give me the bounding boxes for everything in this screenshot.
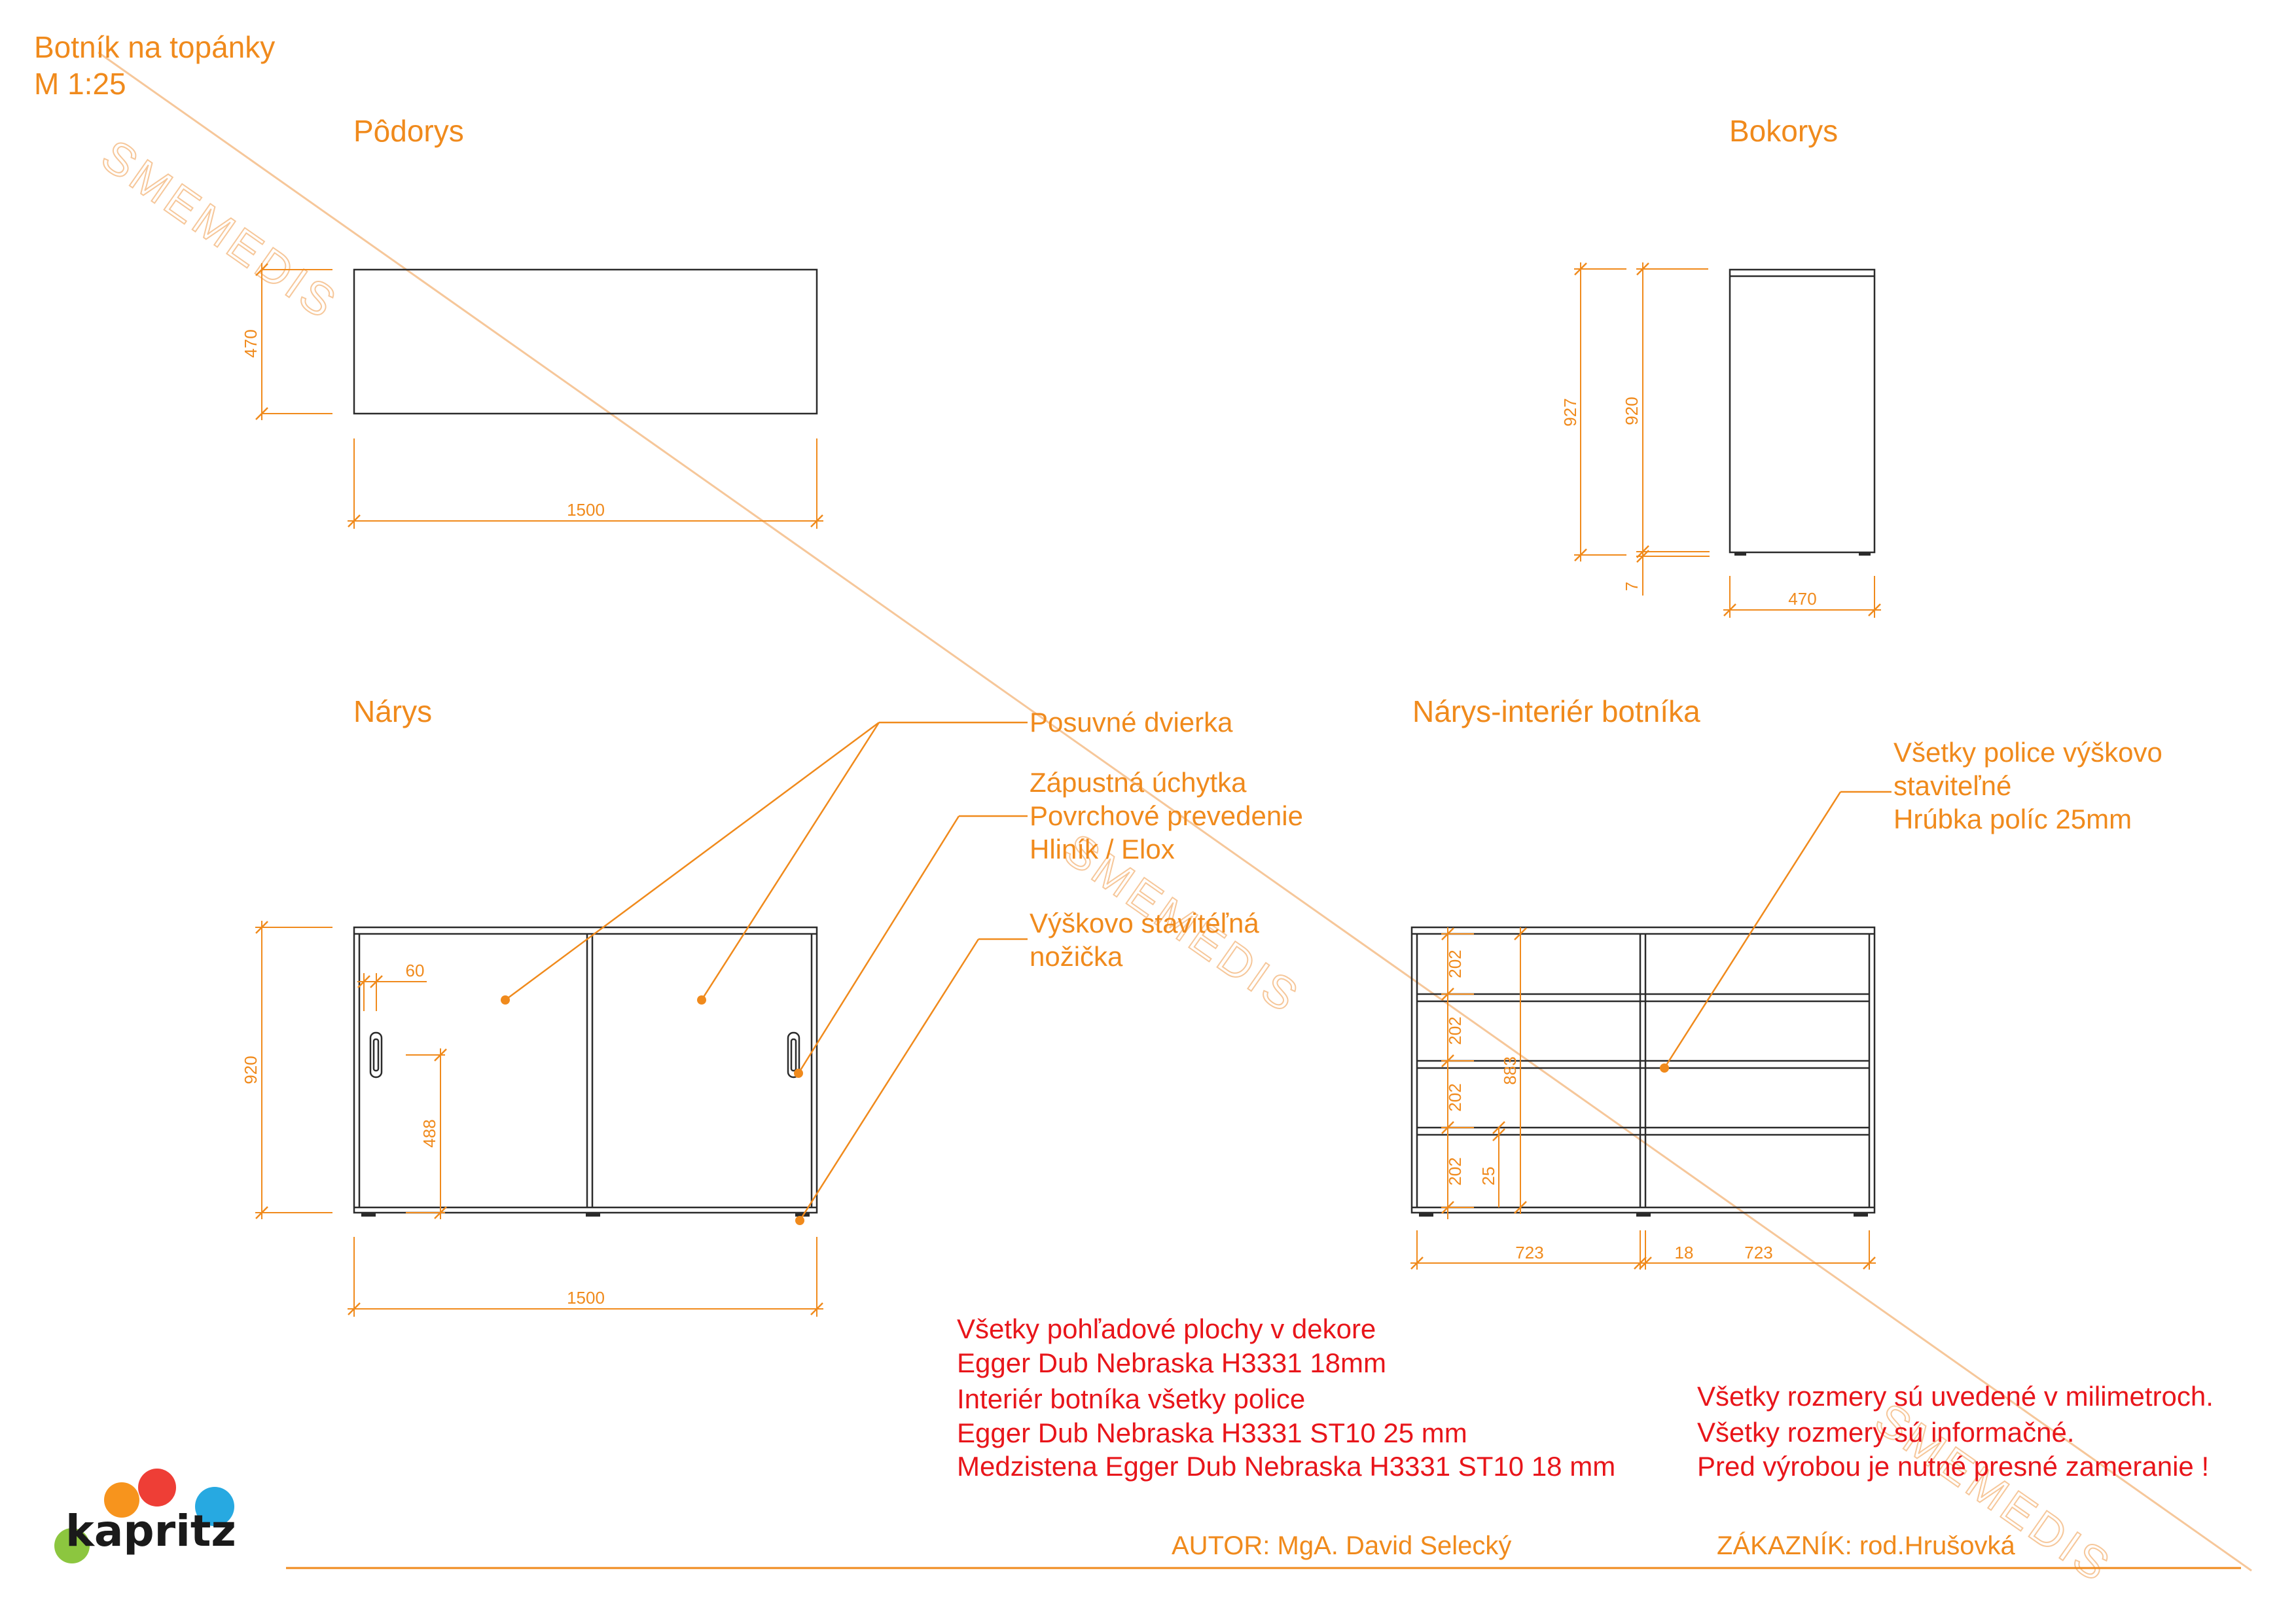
note-material-3: Interiér botníka všetky police <box>957 1383 1305 1414</box>
dim-interior-right-width: 723 <box>1744 1243 1772 1262</box>
door-handle-left <box>369 1031 383 1079</box>
label-sliding-doors: Posuvné dvierka <box>1030 707 1233 738</box>
logo-text: kapritz <box>65 1506 236 1556</box>
front-leaders <box>501 721 1028 1225</box>
dim-plan-width: 1500 <box>567 500 605 520</box>
dim-side-depth: 470 <box>1788 589 1816 609</box>
dim-interior-height: 883 <box>1500 1056 1520 1084</box>
side-view: 927 920 7 470 <box>1560 262 1882 618</box>
label-feet-2: nožička <box>1030 941 1123 972</box>
label-shelves-2: staviteľné <box>1893 770 2011 801</box>
side-outline <box>1729 268 1876 554</box>
label-feet-1: Výškovo stavitéľná <box>1030 908 1259 938</box>
dim-shelf-4: 202 <box>1445 1157 1465 1185</box>
footer-customer: ZÁKAZNÍK: rod.Hrušovká <box>1717 1531 2015 1560</box>
drawing-title: Botník na topánky <box>34 30 275 64</box>
front-outline <box>353 926 818 1214</box>
note-material-1: Všetky pohľadové plochy v dekore <box>957 1313 1376 1344</box>
logo-dot-red <box>138 1469 176 1507</box>
dim-front-width: 1500 <box>567 1288 605 1308</box>
note-material-5: Medzistena Egger Dub Nebraska H3331 ST10… <box>957 1451 1615 1482</box>
plan-view: 470 1500 <box>241 262 824 529</box>
note-material-2: Egger Dub Nebraska H3331 18mm <box>957 1347 1386 1378</box>
interior-view: 202 202 202 202 25 883 723 18 723 <box>1410 926 1876 1270</box>
view-title-interior: Nárys-interiér botníka <box>1412 694 1700 728</box>
logo-dot-green <box>54 1528 90 1563</box>
note-material-4: Egger Dub Nebraska H3331 ST10 25 mm <box>957 1418 1467 1448</box>
watermark-line <box>98 51 2252 1572</box>
dim-shelf-thickness: 25 <box>1479 1167 1498 1186</box>
label-handle-2: Povrchové prevedenie <box>1030 800 1303 831</box>
interior-leaders <box>1660 791 1892 1073</box>
dim-shelf-1: 202 <box>1445 950 1465 978</box>
drawing-scale: M 1:25 <box>34 67 126 101</box>
door-handle-right <box>787 1031 800 1079</box>
logo-dot-blue <box>195 1487 234 1526</box>
note-dimensions-1: Všetky rozmery sú uvedené v milimetroch. <box>1697 1381 2214 1412</box>
dim-side-body: 920 <box>1622 397 1641 425</box>
kapritz-logo: kapritz <box>54 1469 236 1563</box>
view-title-front: Nárys <box>353 694 432 728</box>
dim-shelf-3: 202 <box>1445 1083 1465 1111</box>
note-dimensions-2: Všetky rozmery sú informačné. <box>1697 1417 2075 1448</box>
label-shelves-1: Všetky police výškovo <box>1893 737 2162 768</box>
label-handle-1: Zápustná úchytka <box>1030 767 1247 798</box>
dim-divider-thickness: 18 <box>1675 1243 1694 1262</box>
plan-outline <box>353 268 818 415</box>
front-view: 920 60 488 1500 <box>241 920 824 1317</box>
dim-front-height: 920 <box>241 1056 260 1084</box>
dim-handle-offset: 60 <box>406 961 425 980</box>
view-title-plan: Pôdorys <box>353 114 464 148</box>
label-handle-3: Hliník / Elox <box>1030 834 1175 865</box>
dim-interior-left-width: 723 <box>1515 1243 1543 1262</box>
dim-side-total: 927 <box>1560 398 1580 426</box>
view-title-side: Bokorys <box>1729 114 1838 148</box>
dim-side-foot: 7 <box>1622 582 1641 591</box>
logo-dot-orange <box>104 1482 139 1518</box>
dim-handle-height: 488 <box>420 1119 439 1147</box>
watermark-text: SMEMEDIS <box>92 130 348 330</box>
label-shelves-3: Hrúbka políc 25mm <box>1893 804 2132 834</box>
dim-plan-depth: 470 <box>241 329 260 357</box>
footer-author: AUTOR: MgA. David Selecký <box>1172 1531 1511 1560</box>
note-dimensions-3: Pred výrobou je nutné presné zameranie ! <box>1697 1451 2209 1482</box>
dim-shelf-2: 202 <box>1445 1016 1465 1044</box>
